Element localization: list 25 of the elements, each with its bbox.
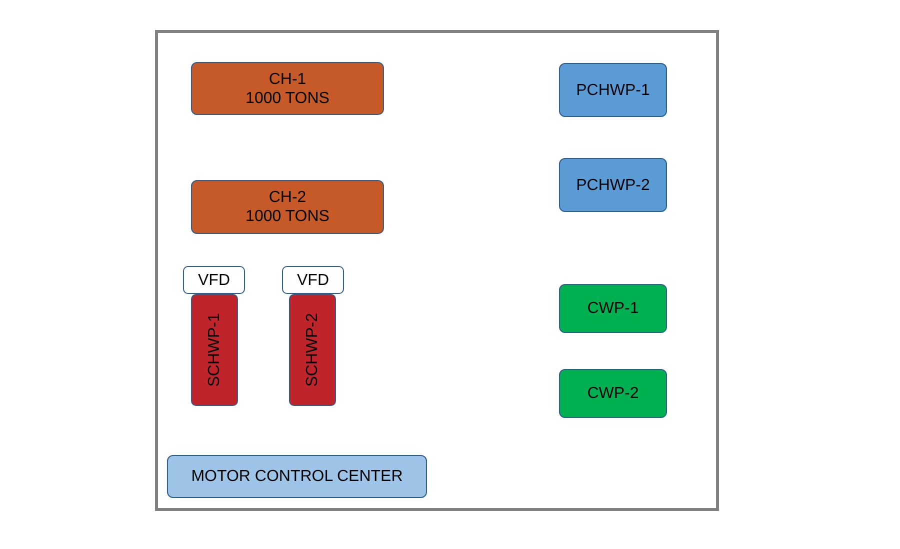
equipment-label: CH-2	[268, 188, 306, 207]
chiller-box	[191, 180, 384, 234]
equipment-label: MOTOR CONTROL CENTER	[191, 467, 403, 486]
equipment-label: CWP-1	[587, 299, 639, 318]
equipment-label: CH-1	[268, 70, 306, 88]
equipment-label: SCHWP-1	[205, 313, 224, 387]
equipment-label: PCHWP-2	[576, 176, 650, 194]
equipment-label: PCHWP-1	[576, 80, 650, 100]
pump-box	[289, 294, 336, 406]
equipment-label: 1000 TONS	[246, 88, 330, 108]
pump-box	[559, 63, 667, 117]
equipment-label: SCHWP-2	[303, 313, 322, 387]
pump-box	[559, 284, 667, 333]
equipment-label: CWP-2	[587, 384, 639, 403]
pump-box	[559, 158, 667, 212]
vfd-box	[282, 266, 344, 294]
vfd-box	[183, 266, 245, 294]
panel-box	[167, 455, 427, 498]
pump-box	[191, 294, 238, 406]
equipment-label: 1000 TONS	[246, 207, 330, 226]
room-outline	[155, 30, 719, 511]
chiller-box	[191, 62, 384, 115]
equipment-label: VFD	[198, 270, 230, 290]
equipment-label: VFD	[297, 270, 329, 290]
pump-box	[559, 369, 667, 418]
